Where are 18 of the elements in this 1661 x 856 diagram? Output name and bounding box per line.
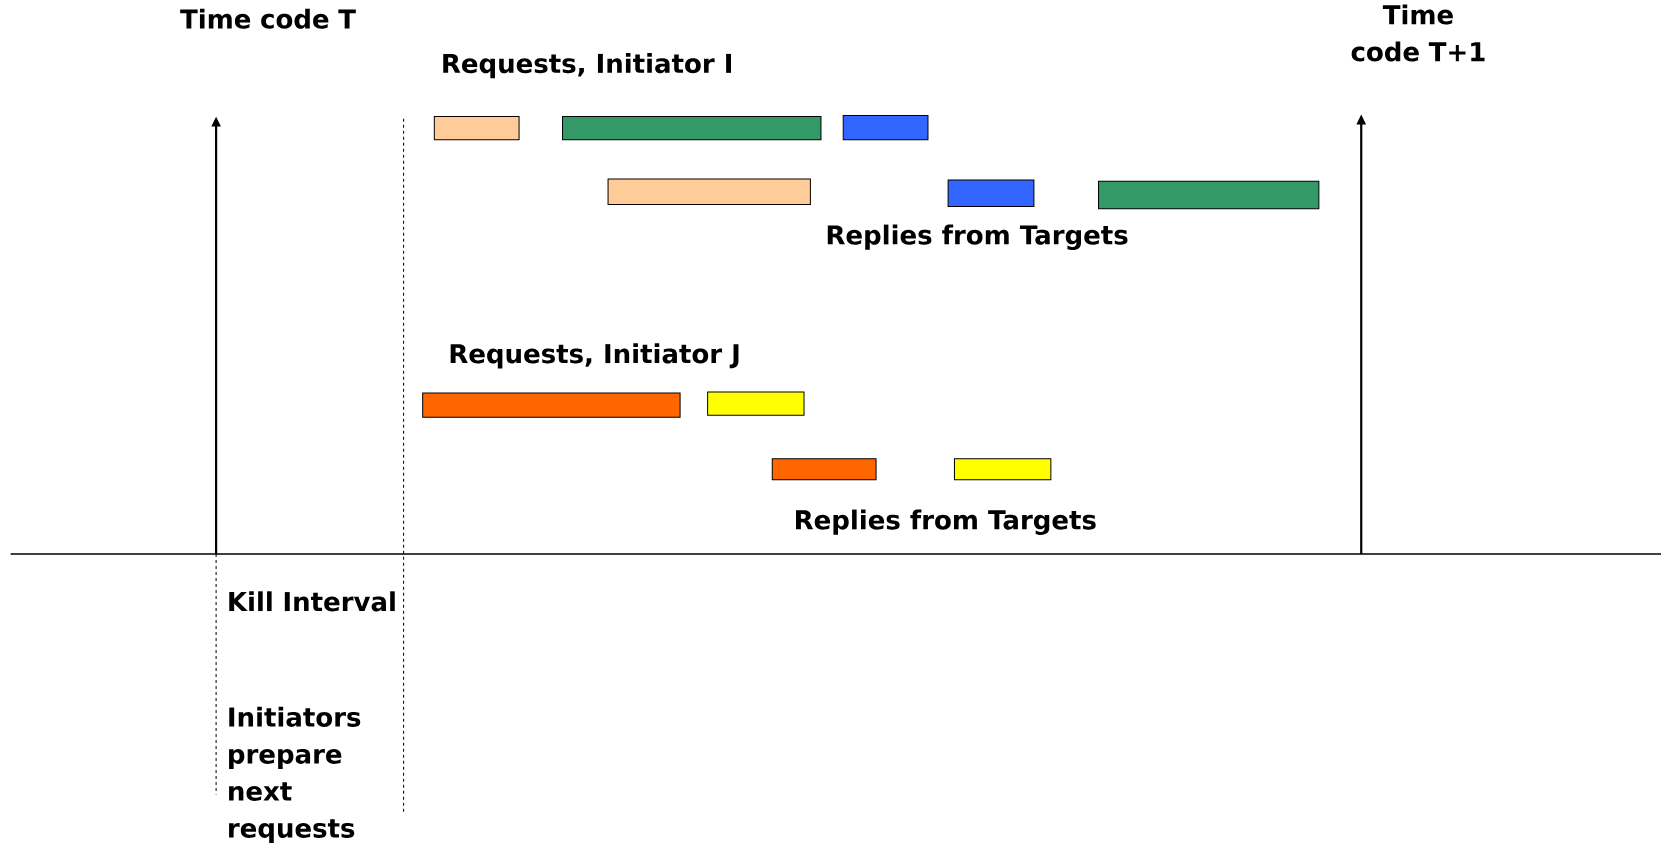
text-label: Initiators prepare next requests	[229, 706, 361, 843]
text-label: Requests, Initiator I	[443, 53, 731, 79]
timeline-bar	[771, 458, 877, 481]
timeline-bar	[707, 391, 805, 416]
timeline-bar	[1098, 180, 1320, 210]
timeline-bar	[842, 114, 929, 141]
text-label: Replies from Targets	[827, 224, 1128, 250]
timeline-bar	[422, 392, 681, 418]
timeline-bar	[607, 178, 811, 205]
timeline-bar	[953, 458, 1052, 481]
timeline-bar	[947, 179, 1035, 208]
text-label: Replies from Targets	[796, 509, 1096, 535]
text-label: Kill Interval	[229, 591, 395, 612]
text-label: Requests, Initiator J	[450, 343, 739, 369]
text-label: Time code T	[180, 8, 356, 29]
timeline-bar	[433, 116, 520, 141]
text-label: Time code T+1	[1351, 4, 1485, 62]
timeline-bar	[562, 116, 822, 141]
